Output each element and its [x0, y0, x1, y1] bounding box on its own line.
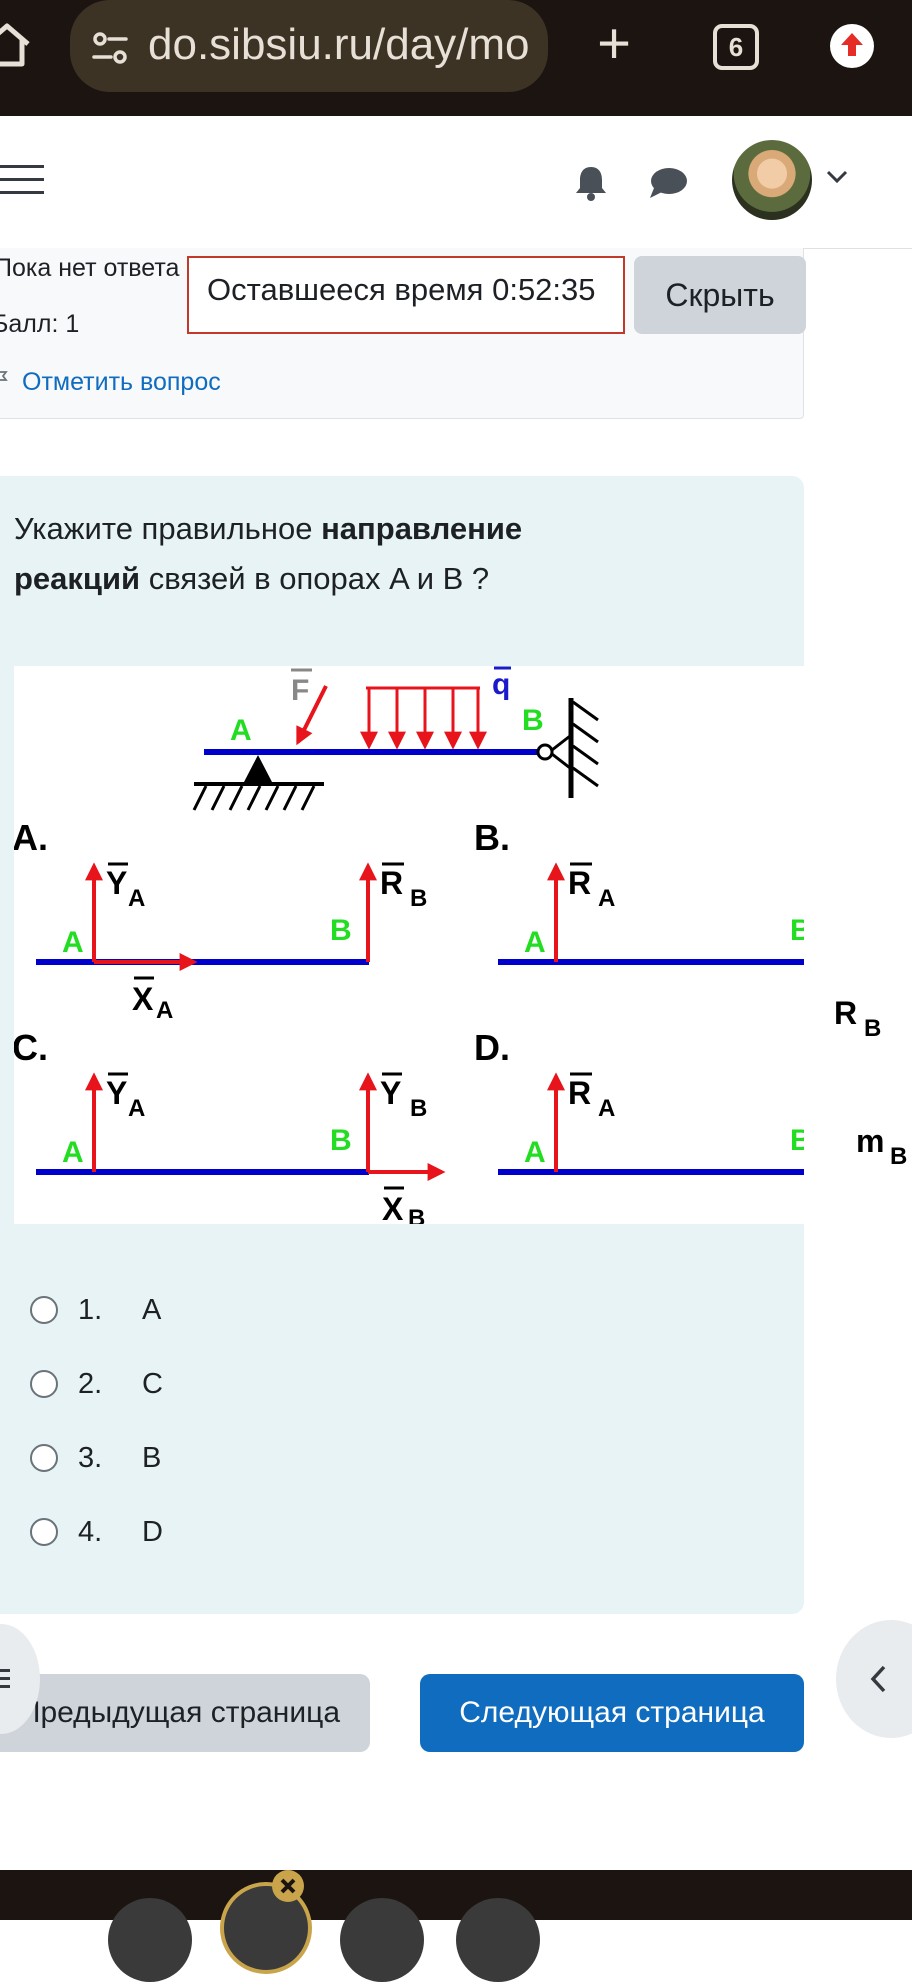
- home-icon[interactable]: [0, 20, 32, 70]
- radio-button[interactable]: [30, 1296, 58, 1324]
- statics-diagram: F q A B A. A B Y A X A R B B. A B R A: [14, 666, 804, 1224]
- svg-text:B: B: [790, 1124, 804, 1157]
- svg-text:R: R: [568, 1075, 591, 1111]
- option-number: 4.: [78, 1515, 103, 1548]
- option-number: 3.: [78, 1441, 103, 1474]
- svg-text:D.: D.: [474, 1027, 510, 1068]
- answer-option[interactable]: 4. D: [30, 1512, 163, 1552]
- user-avatar[interactable]: [732, 140, 812, 220]
- messages-icon[interactable]: [648, 166, 688, 200]
- svg-text:A: A: [62, 1136, 84, 1169]
- svg-text:B.: B.: [474, 817, 510, 858]
- svg-text:A: A: [156, 997, 173, 1024]
- svg-text:B: B: [890, 1143, 907, 1170]
- notification-bell-icon[interactable]: [574, 164, 608, 202]
- chevron-down-icon[interactable]: [826, 170, 848, 184]
- flag-icon[interactable]: [0, 370, 8, 386]
- hide-timer-button[interactable]: Скрыть: [634, 256, 806, 334]
- svg-text:R: R: [380, 865, 403, 901]
- svg-text:A: A: [128, 1095, 145, 1122]
- app-icon[interactable]: [340, 1898, 424, 1982]
- option-number: 1.: [78, 1293, 103, 1326]
- block-drawer-toggle[interactable]: [836, 1620, 912, 1738]
- label-b: B: [522, 704, 544, 737]
- svg-text:Y: Y: [106, 1075, 127, 1111]
- url-text[interactable]: do.sibsiu.ru/day/mo: [148, 20, 530, 69]
- svg-text:C.: C.: [14, 1027, 48, 1068]
- site-settings-icon[interactable]: [90, 28, 130, 68]
- svg-text:B: B: [330, 1124, 352, 1157]
- svg-text:A.: A.: [14, 817, 48, 858]
- svg-text:A: A: [62, 926, 84, 959]
- svg-text:A: A: [598, 885, 615, 912]
- answer-option[interactable]: 3. B: [30, 1438, 161, 1478]
- chevron-left-icon: [870, 1665, 886, 1693]
- tab-switcher-button[interactable]: 6: [713, 24, 759, 70]
- question-grade: Балл: 1: [0, 310, 80, 338]
- svg-text:B: B: [864, 1015, 881, 1042]
- system-bottom-bar: [0, 1870, 912, 1982]
- option-figure-d: D. A B R A: [474, 1027, 804, 1175]
- close-icon[interactable]: [272, 1870, 304, 1902]
- address-bar[interactable]: [70, 0, 548, 92]
- svg-text:A: A: [524, 1136, 546, 1169]
- question-state: Пока нет ответа: [0, 254, 180, 282]
- timer-text: Оставшееся время 0:52:35: [207, 272, 596, 307]
- svg-text:R: R: [834, 995, 857, 1031]
- update-icon[interactable]: [830, 24, 874, 68]
- app-icon[interactable]: [108, 1898, 192, 1982]
- option-figure-b: B. A B R A: [474, 817, 804, 965]
- option-label[interactable]: A: [142, 1293, 162, 1326]
- svg-text:B: B: [410, 1095, 427, 1122]
- svg-text:B: B: [790, 914, 804, 947]
- option-label[interactable]: D: [142, 1515, 163, 1548]
- next-page-button[interactable]: Следующая страница: [420, 1674, 804, 1752]
- answer-option[interactable]: 2. C: [30, 1364, 163, 1404]
- radio-button[interactable]: [30, 1518, 58, 1546]
- flag-question-link[interactable]: Отметить вопрос: [22, 368, 221, 396]
- hamburger-menu-icon[interactable]: [0, 164, 44, 196]
- svg-text:B: B: [410, 885, 427, 912]
- diagram-overflow-labels: R B m B: [834, 995, 907, 1170]
- svg-text:B: B: [330, 914, 352, 947]
- option-label[interactable]: B: [142, 1441, 162, 1474]
- svg-text:A: A: [524, 926, 546, 959]
- label-a: A: [230, 714, 252, 747]
- quiz-timer: [187, 256, 625, 334]
- new-tab-button[interactable]: +: [597, 11, 631, 76]
- radio-button[interactable]: [30, 1370, 58, 1398]
- label-q: q: [492, 668, 510, 701]
- svg-text:Y: Y: [106, 865, 127, 901]
- option-figure-c: C. A B Y A Y B X B: [14, 1027, 446, 1224]
- svg-text:m: m: [856, 1123, 884, 1159]
- svg-text:X: X: [382, 1191, 404, 1224]
- radio-button[interactable]: [30, 1444, 58, 1472]
- app-icon[interactable]: [456, 1898, 540, 1982]
- option-label[interactable]: C: [142, 1367, 163, 1400]
- label-f: F: [291, 674, 309, 707]
- svg-text:X: X: [132, 981, 154, 1017]
- main-beam-figure: F q A B: [192, 666, 599, 811]
- svg-text:Y: Y: [380, 1075, 401, 1111]
- svg-text:B: B: [408, 1205, 425, 1224]
- option-figure-a: A. A B Y A X A R B: [14, 817, 427, 1024]
- option-number: 2.: [78, 1367, 103, 1400]
- svg-text:A: A: [128, 885, 145, 912]
- svg-text:A: A: [598, 1095, 615, 1122]
- list-icon: [0, 1669, 10, 1688]
- svg-text:R: R: [568, 865, 591, 901]
- previous-page-button[interactable]: Предыдущая страница: [0, 1674, 370, 1752]
- answer-option[interactable]: 1. A: [30, 1290, 161, 1330]
